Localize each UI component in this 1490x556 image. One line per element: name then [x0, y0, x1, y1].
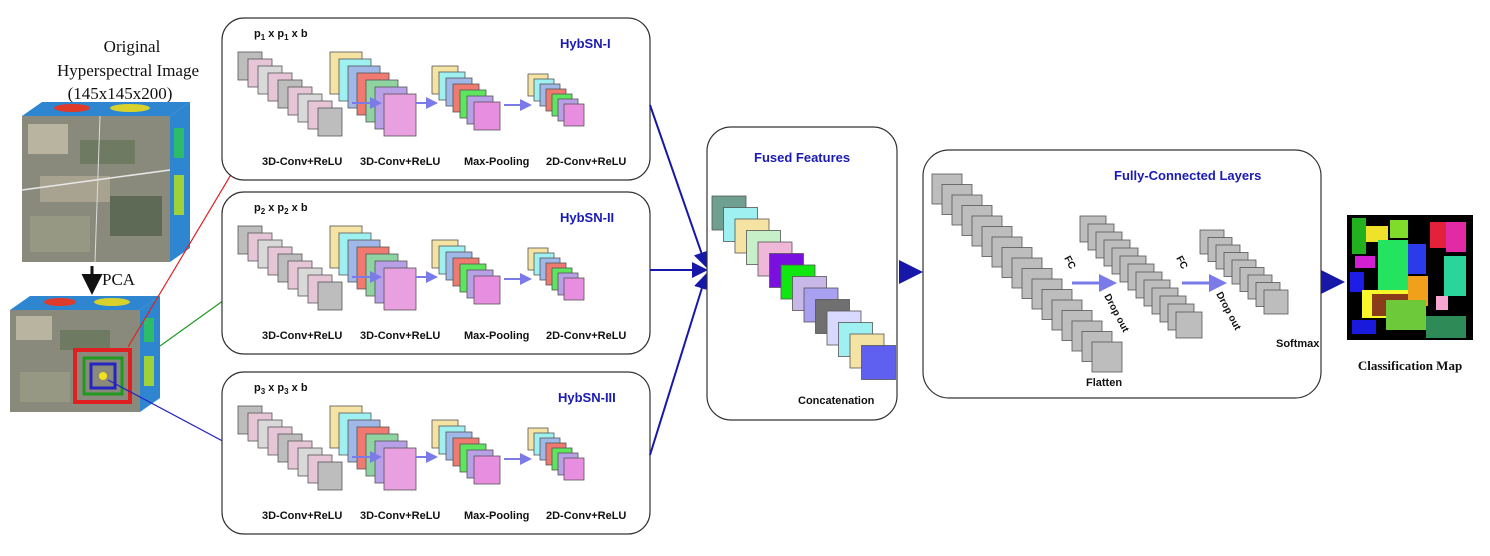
input-section: Original Hyperspectral Image (145x145x20…	[10, 37, 199, 412]
feature-map-block	[383, 267, 417, 311]
patch-size-label: p1 x p1 x b	[254, 28, 308, 42]
fused-feature-stack	[711, 195, 896, 380]
classification-map-image: Classification Map	[1347, 215, 1473, 373]
layer-label-1: 3D-Conv+ReLU	[262, 510, 342, 522]
patch-size-label: p3 x p3 x b	[254, 382, 308, 396]
layer-label-2: 3D-Conv+ReLU	[360, 330, 440, 342]
feature-map-block	[383, 93, 417, 137]
flatten-neuron-block	[1091, 341, 1123, 373]
branch-layer-stacks	[237, 51, 585, 491]
hyperspectral-cube-image	[21, 102, 190, 263]
feature-map-block	[317, 461, 343, 491]
feature-map-block	[473, 101, 501, 131]
fused-feature-block	[861, 345, 896, 380]
patch-size-label: p2 x p2 x b	[254, 202, 308, 216]
softmax-label: Softmax	[1276, 338, 1320, 350]
layer-label-3: Max-Pooling	[464, 330, 529, 342]
feature-map-block	[563, 457, 585, 481]
feature-map-block	[563, 103, 585, 127]
branch3-output-arrow	[649, 273, 710, 456]
fc2-neuron-block	[1263, 289, 1289, 315]
feature-map-block	[473, 275, 501, 305]
input-title-line3: (145x145x200)	[68, 84, 173, 103]
branch-title: HybSN-II	[560, 210, 614, 225]
feature-map-block	[317, 281, 343, 311]
fc-title: Fully-Connected Layers	[1114, 168, 1261, 183]
fc1-neuron-block	[1175, 311, 1203, 339]
layer-label-4: 2D-Conv+ReLU	[546, 510, 626, 522]
branch1-output-arrow	[649, 104, 709, 268]
layer-label-2: 3D-Conv+ReLU	[360, 156, 440, 168]
reduced-cube-image	[10, 296, 160, 412]
feature-map-block	[563, 277, 585, 301]
branch-title: HybSN-I	[560, 36, 611, 51]
flatten-label: Flatten	[1086, 377, 1122, 389]
pca-label: PCA	[102, 270, 136, 289]
branch-title: HybSN-III	[558, 390, 616, 405]
feature-map-block	[317, 107, 343, 137]
layer-label-1: 3D-Conv+ReLU	[262, 330, 342, 342]
feature-map-block	[473, 455, 501, 485]
layer-label-3: Max-Pooling	[464, 510, 529, 522]
layer-label-4: 2D-Conv+ReLU	[546, 330, 626, 342]
layer-label-4: 2D-Conv+ReLU	[546, 156, 626, 168]
fusion-title: Fused Features	[754, 150, 850, 165]
input-title-line1: Original	[104, 37, 161, 56]
layer-label-1: 3D-Conv+ReLU	[262, 156, 342, 168]
classification-map-caption: Classification Map	[1358, 358, 1462, 373]
input-title-line2: Hyperspectral Image	[57, 61, 199, 80]
fusion-caption: Concatenation	[798, 395, 875, 407]
layer-label-3: Max-Pooling	[464, 156, 529, 168]
fc-layer-stacks	[931, 173, 1289, 373]
feature-map-block	[383, 447, 417, 491]
layer-label-2: 3D-Conv+ReLU	[360, 510, 440, 522]
